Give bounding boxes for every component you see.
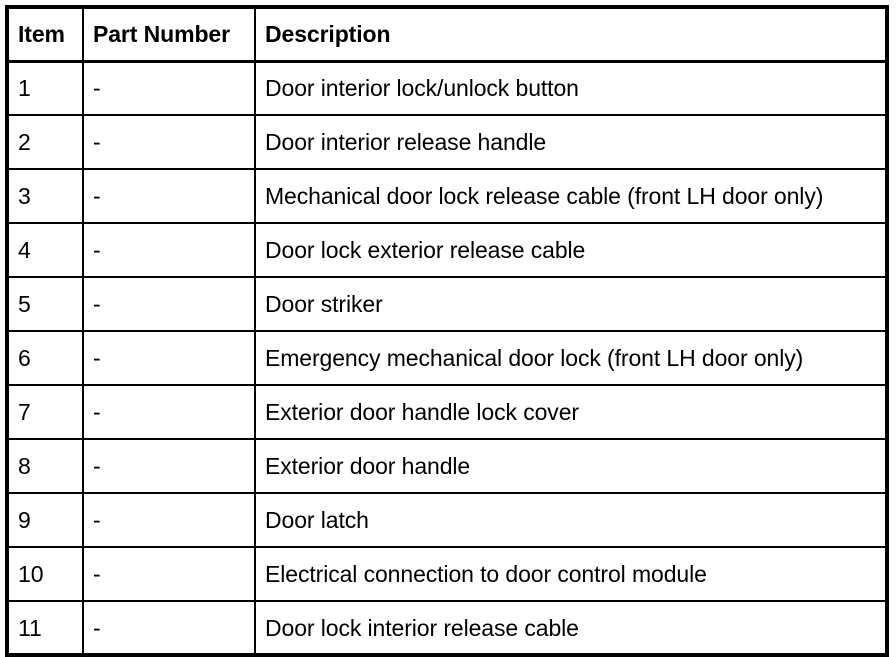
cell-item: 7 — [7, 385, 84, 440]
column-header-part-number: Part Number — [83, 7, 256, 63]
cell-item: 3 — [7, 169, 84, 224]
cell-part-number: - — [83, 169, 256, 224]
cell-part-number: - — [83, 601, 256, 655]
cell-part-number: - — [83, 493, 256, 548]
table-header-row: Item Part Number Description — [7, 7, 887, 63]
table-row: 9 - Door latch — [7, 493, 887, 548]
cell-item: 8 — [7, 439, 84, 494]
table-row: 2 - Door interior release handle — [7, 115, 887, 170]
table-header: Item Part Number Description — [7, 7, 887, 63]
cell-description: Electrical connection to door control mo… — [255, 547, 887, 602]
table-row: 6 - Emergency mechanical door lock (fron… — [7, 331, 887, 386]
cell-description: Door interior lock/unlock button — [255, 61, 887, 116]
cell-part-number: - — [83, 115, 256, 170]
table-body: 1 - Door interior lock/unlock button 2 -… — [7, 61, 887, 655]
parts-table: Item Part Number Description 1 - Door in… — [5, 5, 889, 657]
table-row: 5 - Door striker — [7, 277, 887, 332]
cell-item: 9 — [7, 493, 84, 548]
cell-description: Exterior door handle — [255, 439, 887, 494]
cell-description: Exterior door handle lock cover — [255, 385, 887, 440]
table-row: 1 - Door interior lock/unlock button — [7, 61, 887, 116]
cell-part-number: - — [83, 61, 256, 116]
cell-description: Door latch — [255, 493, 887, 548]
cell-item: 6 — [7, 331, 84, 386]
cell-part-number: - — [83, 385, 256, 440]
cell-description: Door striker — [255, 277, 887, 332]
cell-item: 11 — [7, 601, 84, 655]
cell-part-number: - — [83, 439, 256, 494]
cell-description: Door lock exterior release cable — [255, 223, 887, 278]
cell-description: Mechanical door lock release cable (fron… — [255, 169, 887, 224]
cell-item: 1 — [7, 61, 84, 116]
table-row: 7 - Exterior door handle lock cover — [7, 385, 887, 440]
column-header-description: Description — [255, 7, 887, 63]
cell-item: 2 — [7, 115, 84, 170]
cell-item: 10 — [7, 547, 84, 602]
cell-description: Door lock interior release cable — [265, 614, 579, 641]
cell-item: 4 — [7, 223, 84, 278]
table-row: 4 - Door lock exterior release cable — [7, 223, 887, 278]
cell-part-number: - — [83, 331, 256, 386]
table-row: 10 - Electrical connection to door contr… — [7, 547, 887, 602]
column-header-item: Item — [7, 7, 84, 63]
table-row: 11 - Door lock interior release cable — [7, 601, 887, 655]
cell-item: 5 — [7, 277, 84, 332]
table-row: 3 - Mechanical door lock release cable (… — [7, 169, 887, 224]
table-row: 8 - Exterior door handle — [7, 439, 887, 494]
cell-description: Door interior release handle — [255, 115, 887, 170]
cell-part-number: - — [83, 547, 256, 602]
cell-part-number: - — [83, 277, 256, 332]
cell-part-number: - — [83, 223, 256, 278]
cell-description: Emergency mechanical door lock (front LH… — [255, 331, 887, 386]
